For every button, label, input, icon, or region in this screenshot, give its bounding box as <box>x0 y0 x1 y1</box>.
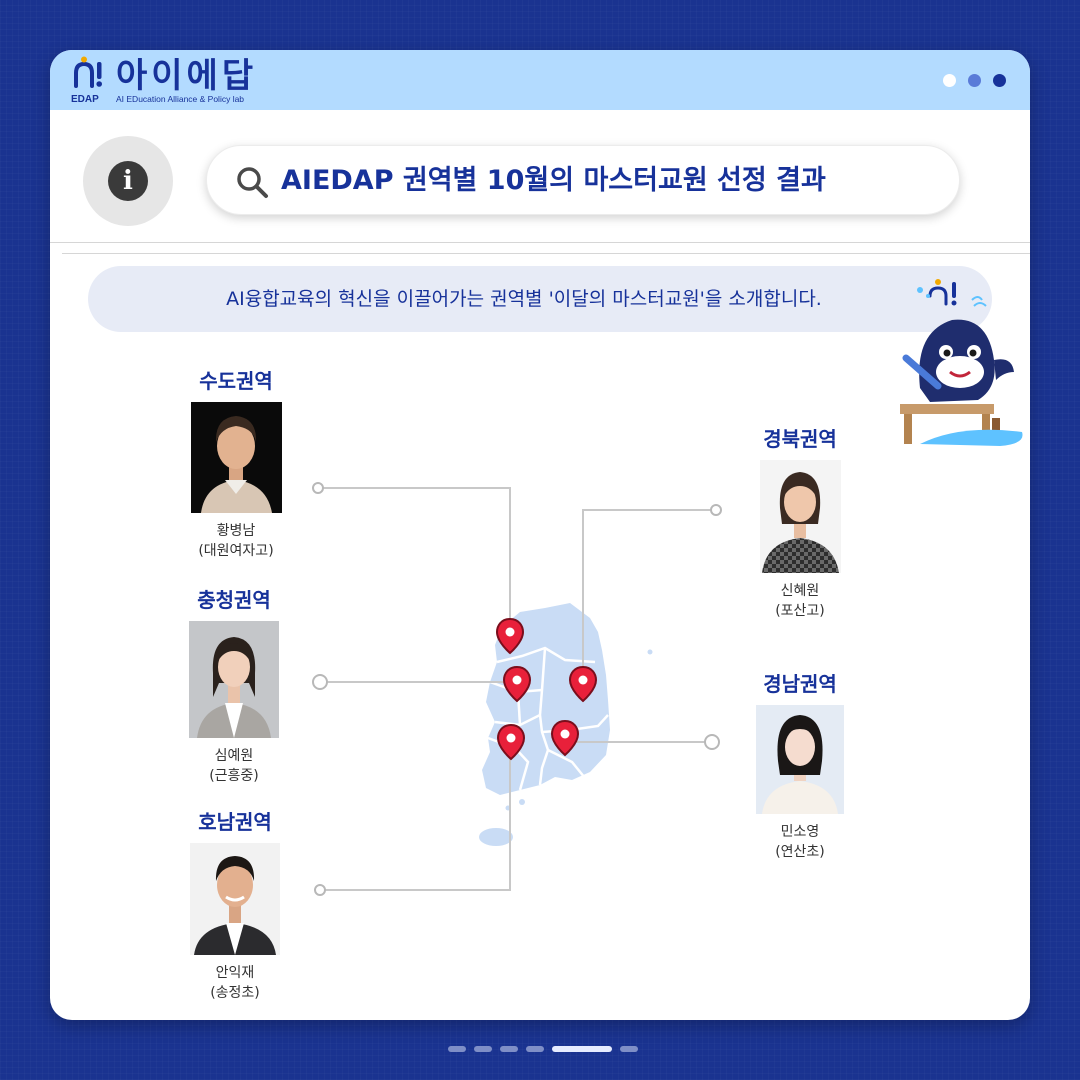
portrait-icon <box>197 637 271 738</box>
portrait-icon <box>761 472 839 573</box>
portrait-icon <box>194 856 276 955</box>
title-bar: EDAP 아이에답 AI EDucation Alliance & Policy… <box>50 50 1030 110</box>
location-pin-icon[interactable] <box>550 719 580 757</box>
location-pin-icon[interactable] <box>495 617 525 655</box>
person-name: 안익재 <box>215 965 255 981</box>
page-indicator[interactable] <box>526 1046 544 1052</box>
location-pin-icon[interactable] <box>502 665 532 703</box>
location-pin-icon[interactable] <box>568 665 598 703</box>
intro-banner: AI융합교육의 혁신을 이끌어가는 권역별 '이달의 마스터교원'을 소개합니다… <box>88 266 992 332</box>
person-school: (대원여자고) <box>198 543 274 559</box>
search-text: AIEDAP 권역별 10월의 마스터교원 선정 결과 <box>281 165 826 196</box>
info-icon: i <box>108 161 148 201</box>
person-photo[interactable] <box>190 402 282 513</box>
person-photo[interactable] <box>190 843 280 955</box>
korea-map <box>312 482 722 896</box>
whale-mascot-icon <box>900 279 1023 446</box>
page-indicator[interactable] <box>474 1046 492 1052</box>
logo[interactable]: EDAP 아이에답 AI EDucation Alliance & Policy… <box>70 56 330 106</box>
logo-mark-icon: EDAP <box>71 56 102 105</box>
window-dot[interactable] <box>943 74 956 87</box>
info-button[interactable]: i <box>83 136 173 226</box>
divider <box>62 253 1030 254</box>
search-icon <box>237 167 268 198</box>
region-title: 호남권역 <box>198 810 272 834</box>
connector-lines <box>322 487 712 891</box>
portrait-icon <box>200 416 272 513</box>
page-indicator-active[interactable] <box>552 1046 612 1052</box>
person-photo[interactable] <box>189 621 279 738</box>
person-name: 신혜원 <box>780 583 820 599</box>
content-card: EDAP 아이에답 AI EDucation Alliance & Policy… <box>50 50 1030 1020</box>
pagination <box>448 1046 638 1052</box>
region-title: 경남권역 <box>763 672 837 696</box>
portrait-icon <box>762 715 838 814</box>
page-indicator[interactable] <box>620 1046 638 1052</box>
person-photo[interactable] <box>756 705 844 814</box>
person-name: 민소영 <box>780 824 820 840</box>
location-pin-icon[interactable] <box>496 723 526 761</box>
region-title: 충청권역 <box>197 588 271 612</box>
region-chungcheong: 충청권역 심예원 (근흥중) <box>154 584 314 786</box>
region-title: 경북권역 <box>763 427 837 451</box>
region-gyeongbuk: 경북권역 신혜원 (포산고) <box>720 423 880 621</box>
svg-text:EDAP: EDAP <box>71 94 99 105</box>
page-indicator[interactable] <box>448 1046 466 1052</box>
person-photo[interactable] <box>759 460 841 573</box>
person-school: (근흥중) <box>209 768 259 784</box>
region-title: 수도권역 <box>199 369 273 393</box>
person-school: (포산고) <box>775 603 825 619</box>
person-name: 심예원 <box>214 748 254 764</box>
window-dots <box>943 74 1006 87</box>
window-dot[interactable] <box>993 74 1006 87</box>
person-name: 황병남 <box>216 523 256 539</box>
page-indicator[interactable] <box>500 1046 518 1052</box>
region-honam: 호남권역 안익재 (송정초) <box>155 806 315 1003</box>
region-gyeongnam: 경남권역 민소영 (연산초) <box>720 668 880 862</box>
intro-text: AI융합교육의 혁신을 이끌어가는 권역별 '이달의 마스터교원'을 소개합니다… <box>226 288 822 310</box>
person-school: (연산초) <box>775 844 825 860</box>
divider <box>50 242 1030 243</box>
search-bar[interactable]: AIEDAP 권역별 10월의 마스터교원 선정 결과 <box>206 145 960 215</box>
connector-endpoints <box>312 482 722 896</box>
logo-subtitle: AI EDucation Alliance & Policy lab <box>116 94 245 104</box>
logo-title: 아이에답 <box>116 56 258 96</box>
region-sudo: 수도권역 황병남 (대원여자고) <box>156 365 316 561</box>
window-dot[interactable] <box>968 74 981 87</box>
person-school: (송정초) <box>210 985 260 1001</box>
